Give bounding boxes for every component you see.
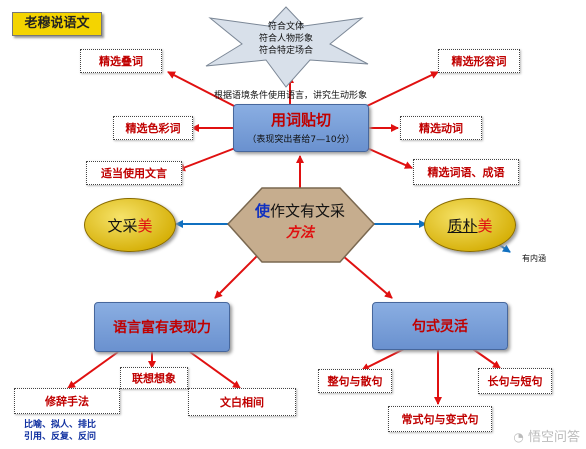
arrow-center-to-bottom-right	[342, 255, 393, 299]
leaf-idioms: 精选词语、成语	[413, 159, 519, 185]
arrow-to-left-leaf-1	[167, 71, 239, 109]
rhetoric-list: 比喻、拟人、排比 引用、反复、反问	[24, 419, 96, 443]
leaf-association: 联想想象	[120, 367, 188, 389]
leaf-normal-variant: 常式句与变式句	[388, 406, 492, 432]
flexible-sentence-box: 句式灵活	[372, 302, 508, 350]
connotation-note: 有内涵	[522, 254, 546, 263]
ellipse-plain-beauty: 质朴美	[424, 198, 516, 252]
criteria-star: 符合文体 符合人物形象 符合特定场合	[200, 4, 372, 90]
center-hexagon	[226, 187, 376, 263]
expressive-language-box: 语言富有表现力	[94, 302, 230, 352]
watermark: ◔ 悟空问答	[513, 426, 580, 445]
watermark-icon: ◔	[513, 430, 524, 444]
star-line-2: 符合人物形象	[258, 34, 313, 44]
word-precision-box: 用词贴切 （表现突出者给7—10分）	[233, 104, 369, 152]
center-text: 使作文有文采 方法	[225, 200, 375, 242]
word-precision-title: 用词贴切	[270, 111, 331, 129]
leaf-verbs: 精选动词	[400, 116, 482, 140]
star-line-3: 符合特定场合	[258, 46, 313, 56]
leaf-rhetoric: 修辞手法	[14, 388, 120, 414]
watermark-text: 悟空问答	[527, 430, 580, 445]
arrow-center-to-bottom-left	[214, 254, 259, 299]
rhetoric-line-2: 引用、反复、反问	[24, 432, 97, 442]
center-title: 作文有文采	[270, 202, 346, 220]
ellipse-literary-beauty: 文采美	[84, 198, 176, 252]
arrow-to-zhengju	[361, 346, 409, 371]
arrow-to-wenbai	[189, 351, 241, 389]
plain-label: 质朴	[447, 216, 478, 235]
star-shape	[205, 6, 369, 88]
leaf-color-words: 精选色彩词	[113, 116, 193, 140]
leaf-long-short: 长句与短句	[478, 368, 552, 394]
plain-beauty-char: 美	[477, 216, 493, 235]
center-method: 方法	[286, 225, 314, 241]
arrow-to-changju	[469, 346, 501, 369]
arrow-to-rhetoric	[67, 351, 119, 389]
word-precision-subtitle: （表现突出者给7—10分）	[247, 135, 355, 145]
logo-badge: 老穆说语文	[12, 12, 102, 36]
leaf-regular-loose: 整句与散句	[318, 369, 392, 393]
arrow-to-left-leaf-3	[177, 146, 239, 172]
leaf-reduplicated-words: 精选叠词	[80, 49, 162, 73]
arrow-to-right-leaf-3	[366, 147, 413, 169]
context-note: 根据语境条件使用语言，讲究生动形象	[214, 91, 368, 101]
leaf-classical-words: 适当使用文言	[86, 161, 182, 185]
center-shi-char: 使	[254, 202, 270, 220]
expressive-language-title: 语言富有表现力	[113, 320, 211, 336]
star-line-1: 符合文体	[267, 22, 304, 32]
leaf-adjectives: 精选形容词	[438, 49, 520, 73]
leaf-classical-vernacular: 文白相间	[188, 388, 296, 416]
literary-label: 文采	[107, 216, 138, 235]
arrow-to-right-leaf-1	[366, 71, 439, 107]
rhetoric-line-1: 比喻、拟人、排比	[24, 420, 97, 430]
flexible-sentence-title: 句式灵活	[412, 319, 468, 335]
literary-beauty-char: 美	[137, 216, 153, 235]
